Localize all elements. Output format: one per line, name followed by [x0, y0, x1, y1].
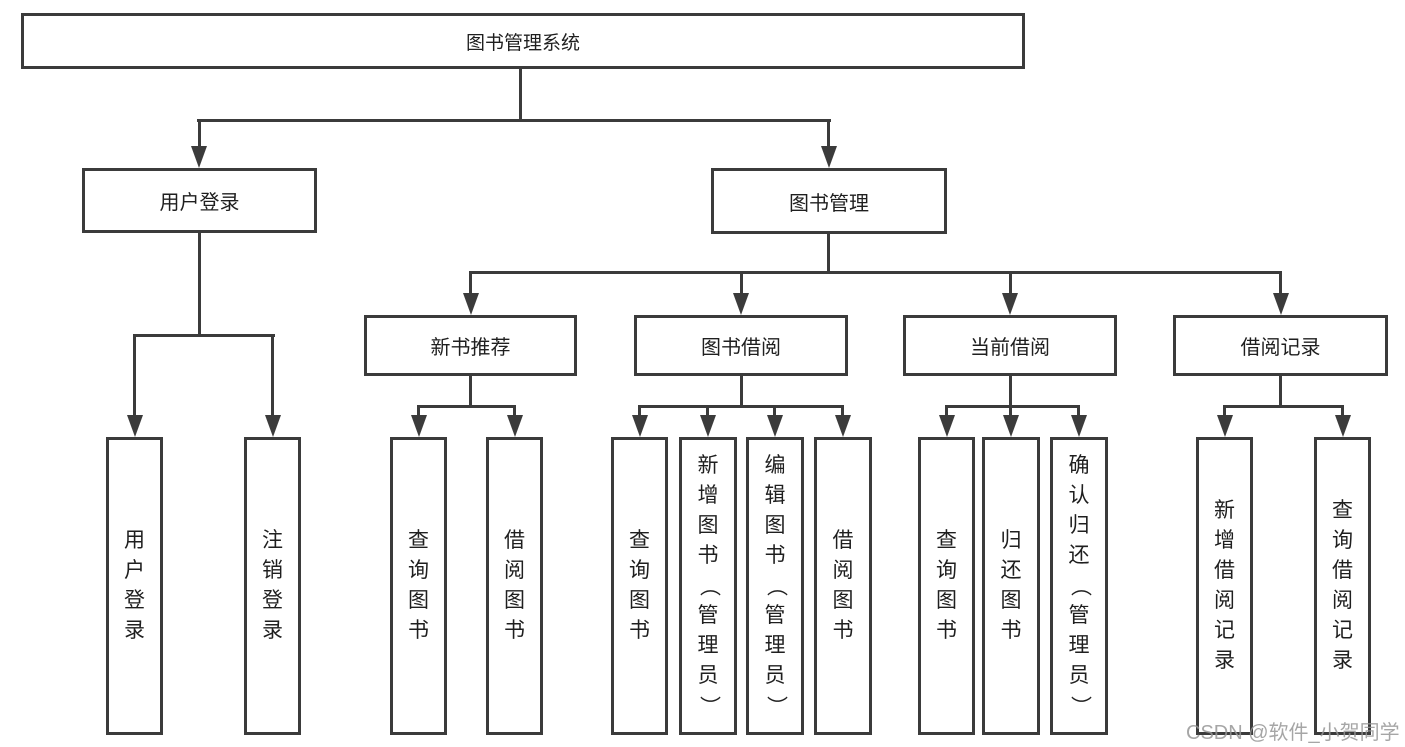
leaf-query-books-current: 查询图书 [918, 437, 975, 735]
arrow-down-rec-leaf2 [507, 415, 523, 437]
leaf-label: 查询图书 [408, 529, 429, 642]
arrow-down-leaf-logout [265, 415, 281, 437]
arrow-down-cur-leaf3 [1071, 415, 1087, 437]
arrow-down-rec-leaf1 [411, 415, 427, 437]
connector-bor-leaf3-drop [773, 408, 776, 418]
connector-bor-leaf2-drop [706, 408, 709, 418]
node-user-login: 用户登录 [82, 168, 317, 233]
leaf-label: 新增借阅记录 [1214, 499, 1235, 672]
connector-rec-leaf2-drop [513, 408, 516, 418]
arrow-down-borrowing [733, 293, 749, 315]
connector-level2 [197, 119, 831, 122]
connector-current-stem [1009, 376, 1012, 408]
node-label: 当前借阅 [970, 337, 1050, 359]
leaf-query-books-recommend: 查询图书 [390, 437, 447, 735]
arrow-down-book-mgmt [821, 146, 837, 168]
connector-rec-leaf1-drop [417, 408, 420, 418]
leaf-edit-books-admin: 编辑图书（管理员） [746, 437, 804, 735]
connector-user-login-stem [198, 233, 201, 336]
node-current-borrowing: 当前借阅 [903, 315, 1117, 376]
connector-current-split [945, 405, 1080, 408]
arrow-down-bor-leaf1 [632, 415, 648, 437]
arrow-down-bor-leaf4 [835, 415, 851, 437]
node-library-system: 图书管理系统 [21, 13, 1025, 69]
connector-recd-leaf1-drop [1223, 408, 1226, 418]
leaf-borrow-books-recommend: 借阅图书 [486, 437, 543, 735]
connector-current-drop [1009, 274, 1012, 295]
leaf-add-books-admin: 新增图书（管理员） [679, 437, 737, 735]
connector-recommend-stem [469, 376, 472, 408]
node-label: 用户登录 [159, 192, 240, 214]
arrow-down-bor-leaf3 [767, 415, 783, 437]
leaf-query-books-borrowing: 查询图书 [611, 437, 668, 735]
leaf-user-login: 用户登录 [106, 437, 163, 735]
leaf-label: 查询图书 [936, 529, 957, 642]
leaf-confirm-return-admin: 确认归还（管理员） [1050, 437, 1108, 735]
leaf-label: 新增图书（管理员） [697, 454, 720, 717]
leaf-return-books: 归还图书 [982, 437, 1040, 735]
leaf-borrow-books-borrowing: 借阅图书 [814, 437, 872, 735]
connector-bor-leaf1-drop [638, 408, 641, 418]
leaf-label: 用户登录 [124, 529, 145, 642]
connector-bor-leaf4-drop [841, 408, 844, 418]
connector-borrowing-stem [740, 376, 743, 408]
node-book-borrowing: 图书借阅 [634, 315, 848, 376]
connector-borrowing-split [638, 405, 844, 408]
node-label: 借阅记录 [1240, 337, 1321, 359]
connector-records-stem [1279, 376, 1282, 408]
connector-user-login-split [133, 334, 275, 337]
arrow-down-user-login [191, 146, 207, 168]
leaf-label: 借阅图书 [832, 529, 854, 642]
connector-root-stem [519, 69, 522, 121]
leaf-label: 归还图书 [1000, 529, 1022, 642]
leaf-label: 确认归还（管理员） [1068, 454, 1091, 717]
leaf-label: 查询图书 [629, 529, 650, 642]
node-label: 图书借阅 [701, 337, 781, 359]
node-borrowing-records: 借阅记录 [1173, 315, 1388, 376]
arrow-down-records [1273, 293, 1289, 315]
leaf-label: 借阅图书 [504, 529, 525, 642]
arrow-down-recd-leaf1 [1217, 415, 1233, 437]
node-label: 图书管理系统 [465, 32, 580, 54]
connector-records-drop [1279, 274, 1282, 295]
arrow-down-leaf-user-login [127, 415, 143, 437]
connector-cur-leaf1-drop [945, 408, 948, 418]
arrow-down-recd-leaf2 [1335, 415, 1351, 437]
node-book-management: 图书管理 [711, 168, 947, 234]
connector-recommend-drop [469, 274, 472, 295]
connector-recd-leaf2-drop [1341, 408, 1344, 418]
arrow-down-recommend [463, 293, 479, 315]
connector-book-mgmt-stem [827, 234, 830, 273]
connector-cur-leaf3-drop [1077, 408, 1080, 418]
connector-borrowing-drop [740, 274, 743, 295]
connector-book-mgmt-drop [827, 122, 830, 148]
arrow-down-bor-leaf2 [700, 415, 716, 437]
connector-level3 [469, 271, 1282, 274]
leaf-label: 编辑图书（管理员） [764, 454, 787, 717]
connector-records-split [1223, 405, 1344, 408]
node-new-book-recommend: 新书推荐 [364, 315, 577, 376]
connector-leaf-user-login-drop [133, 337, 136, 417]
leaf-label: 注销登录 [262, 529, 283, 642]
node-label: 图书管理 [789, 192, 869, 215]
watermark: CSDN @软件_小贺同学 [1186, 722, 1400, 744]
arrow-down-current [1002, 293, 1018, 315]
connector-leaf-logout-drop [271, 337, 274, 417]
connector-user-login-drop [198, 122, 201, 148]
leaf-label: 查询借阅记录 [1332, 499, 1353, 672]
arrow-down-cur-leaf1 [939, 415, 955, 437]
connector-recommend-split [417, 405, 516, 408]
connector-cur-leaf2-drop [1009, 408, 1012, 418]
arrow-down-cur-leaf2 [1003, 415, 1019, 437]
node-label: 新书推荐 [430, 337, 511, 359]
leaf-add-borrow-record: 新增借阅记录 [1196, 437, 1253, 735]
leaf-query-borrow-record: 查询借阅记录 [1314, 437, 1371, 735]
leaf-logout: 注销登录 [244, 437, 301, 735]
